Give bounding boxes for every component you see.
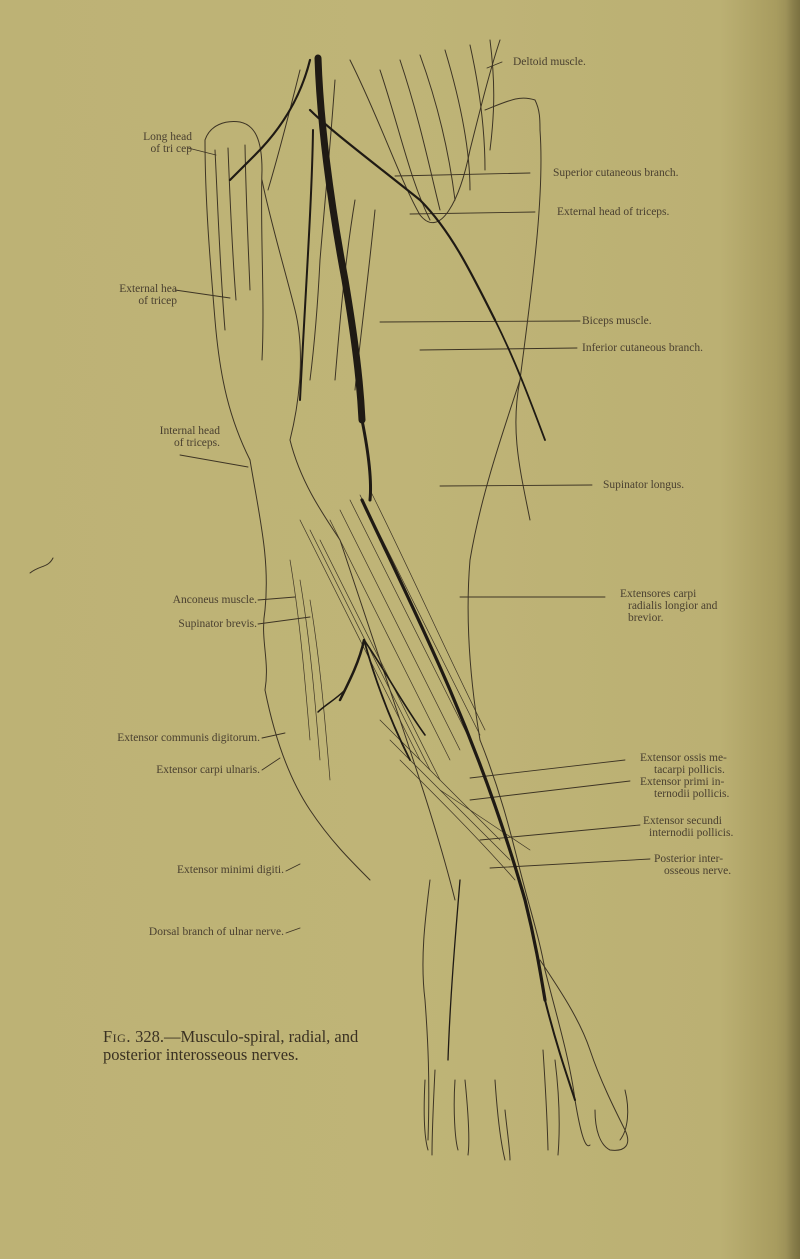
stray-mark xyxy=(29,557,54,574)
arm-contours xyxy=(249,69,546,971)
dorsal-branch-ulnar-nerve xyxy=(447,879,461,1061)
label-long-head-triceps: Long head of tri cep xyxy=(102,131,192,155)
label-inferior-cutaneous: Inferior cutaneous branch. xyxy=(582,342,704,354)
superior-cutaneous-nerve xyxy=(308,108,497,322)
label-external-head-triceps-right: External head of triceps. xyxy=(557,206,670,218)
hand-and-fingers xyxy=(422,879,629,1161)
label-superior-cutaneous: Superior cutaneous branch. xyxy=(553,167,679,179)
label-biceps: Biceps muscle. xyxy=(582,315,652,327)
label-line: brevior. xyxy=(628,612,664,624)
label-line: Extensor primi in- xyxy=(640,776,725,788)
label-internal-head-triceps: Internal head of triceps. xyxy=(100,425,220,449)
label-line: radialis longior and xyxy=(628,600,718,612)
label-line: Long head xyxy=(143,131,192,143)
label-line: Extensor secundi xyxy=(643,815,722,827)
figure-caption-text: —Musculo-spiral, radial, and posterior i… xyxy=(103,1027,359,1064)
label-extensores-carpi-radialis: Extensores carpi radialis longior and br… xyxy=(620,588,717,624)
label-extensor-minimi-digiti: Extensor minimi digiti. xyxy=(176,864,284,876)
label-extensor-ossis-metacarpi: Extensor ossis me- tacarpi pollicis. xyxy=(640,752,727,776)
label-line: of tricep xyxy=(138,295,177,307)
figure-number: 328. xyxy=(135,1027,164,1046)
label-line: Extensor ossis me- xyxy=(640,752,727,764)
label-line: tacarpi pollicis. xyxy=(654,764,725,776)
label-line: of triceps. xyxy=(174,437,220,449)
label-deltoid: Deltoid muscle. xyxy=(513,56,586,68)
label-extensor-carpi-ulnaris: Extensor carpi ulnaris. xyxy=(156,764,260,776)
label-line: ternodii pollicis. xyxy=(654,788,730,800)
label-line: osseous nerve. xyxy=(664,865,732,877)
posterior-interosseous-nerve xyxy=(338,638,366,702)
label-line: Posterior inter- xyxy=(654,853,724,865)
label-line: External hea xyxy=(119,283,177,295)
label-external-head-triceps-left: External hea of tricep xyxy=(100,283,177,307)
musculo-spiral-nerve xyxy=(314,54,366,424)
leader-lines xyxy=(174,61,651,934)
label-supinator-brevis: Supinator brevis. xyxy=(178,618,257,630)
label-supinator-longus: Supinator longus. xyxy=(603,479,685,491)
label-line: internodii pollicis. xyxy=(649,827,734,839)
label-extensor-primi-internodii: Extensor primi in- ternodii pollicis. xyxy=(640,776,729,800)
label-posterior-interosseous: Posterior inter- osseous nerve. xyxy=(654,853,731,877)
forearm-muscle-fibers xyxy=(289,489,531,881)
figure-caption: Fig. 328.—Musculo-spiral, radial, and po… xyxy=(103,1028,363,1064)
label-dorsal-branch-ulnar: Dorsal branch of ulnar nerve. xyxy=(148,926,284,938)
page-edge-shadow xyxy=(786,0,800,1259)
label-anconeus: Anconeus muscle. xyxy=(172,594,257,606)
label-line: Internal head xyxy=(159,425,220,437)
long-head-triceps-outline xyxy=(204,121,264,461)
label-extensor-secundi-internodii: Extensor secundi internodii pollicis. xyxy=(643,815,733,839)
label-line: of tri cep xyxy=(150,143,192,155)
label-extensor-communis: Extensor communis digitorum. xyxy=(117,732,260,744)
figure-number-label: Fig. xyxy=(103,1027,131,1046)
deltoid-muscle-outline xyxy=(349,39,542,521)
nerves xyxy=(228,54,576,1101)
label-line: Extensores carpi xyxy=(620,588,697,600)
radial-nerve xyxy=(360,498,547,1002)
inferior-cutaneous-nerve xyxy=(494,319,546,441)
